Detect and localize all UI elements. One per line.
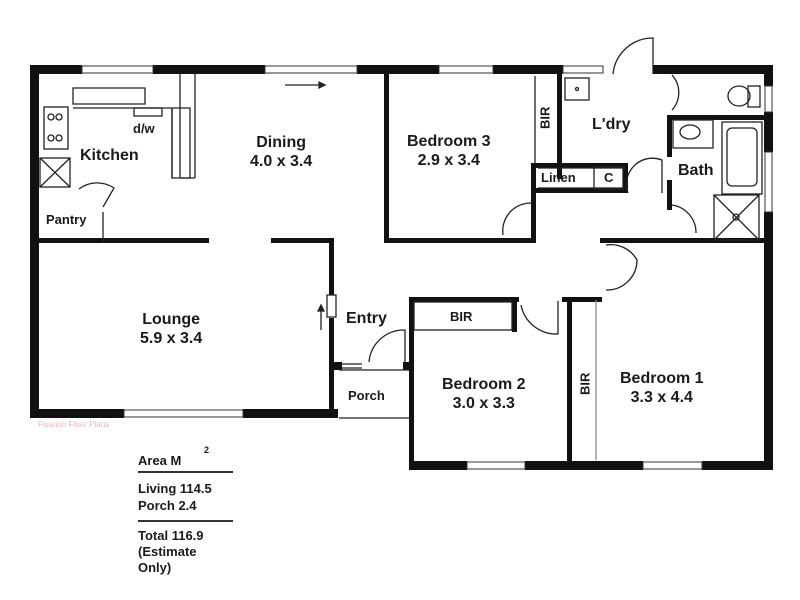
room-bedroom-1: Bedroom 1 3.3 x 4.4 — [620, 369, 704, 407]
exterior-walls — [30, 65, 773, 470]
room-dimensions: 3.0 x 3.3 — [452, 395, 515, 413]
room-name: L'dry — [592, 116, 631, 133]
room-kitchen: Kitchen — [80, 146, 139, 165]
room-dimensions: 3.3 x 4.4 — [630, 389, 693, 407]
room-name: Bedroom 3 — [407, 133, 491, 150]
room-dimensions: 4.0 x 3.4 — [250, 153, 313, 171]
room-bath: Bath — [678, 161, 714, 180]
room-name: Bedroom 1 — [620, 370, 704, 387]
room-name: Bath — [678, 162, 714, 179]
room-name: Lounge — [142, 311, 201, 328]
area-total: Total 116.9 — [138, 527, 204, 543]
area-title-text: Area M — [138, 453, 182, 468]
bir-bedroom3-label: BIR — [537, 106, 553, 129]
room-laundry: L'dry — [592, 115, 630, 134]
area-superscript: 2 — [204, 445, 210, 455]
room-dimensions: 2.9 x 3.4 — [417, 152, 480, 170]
room-porch: Porch — [348, 388, 385, 404]
pantry-label: Pantry — [46, 212, 87, 227]
area-summary: Area M 2 Living 114.5 Porch 2.4 Total 116… — [138, 445, 233, 577]
room-name: Porch — [348, 388, 385, 403]
room-name: Dining — [256, 134, 307, 151]
bir-bedroom2-label: BIR — [450, 309, 473, 324]
interior-walls — [39, 73, 768, 467]
dishwasher-label: d/w — [133, 121, 155, 136]
room-dimensions: 5.9 x 3.4 — [140, 330, 203, 348]
thin-lines — [39, 37, 763, 460]
area-breakdown: Living 114.5 Porch 2.4 — [138, 481, 233, 522]
bir-bedroom1-label: BIR — [577, 372, 593, 395]
room-name: Bedroom 2 — [442, 376, 526, 393]
room-dining: Dining 4.0 x 3.4 — [250, 133, 312, 171]
room-name: Entry — [346, 310, 387, 327]
room-bedroom-2: Bedroom 2 3.0 x 3.3 — [442, 375, 526, 413]
watermark: Fixarion Floor Plans — [38, 420, 110, 429]
room-entry: Entry — [346, 309, 387, 328]
room-bedroom-3: Bedroom 3 2.9 x 3.4 — [407, 132, 491, 170]
room-lounge: Lounge 5.9 x 3.4 — [140, 310, 202, 348]
area-porch: Porch 2.4 — [138, 497, 197, 513]
linen-label: Linen — [541, 170, 576, 185]
area-title: Area M 2 — [138, 445, 233, 474]
windows — [81, 65, 773, 470]
area-living: Living 114.5 — [138, 481, 212, 497]
room-name: Kitchen — [80, 147, 139, 164]
area-note: (Estimate Only) — [138, 544, 197, 576]
cupboard-label: C — [604, 170, 614, 185]
